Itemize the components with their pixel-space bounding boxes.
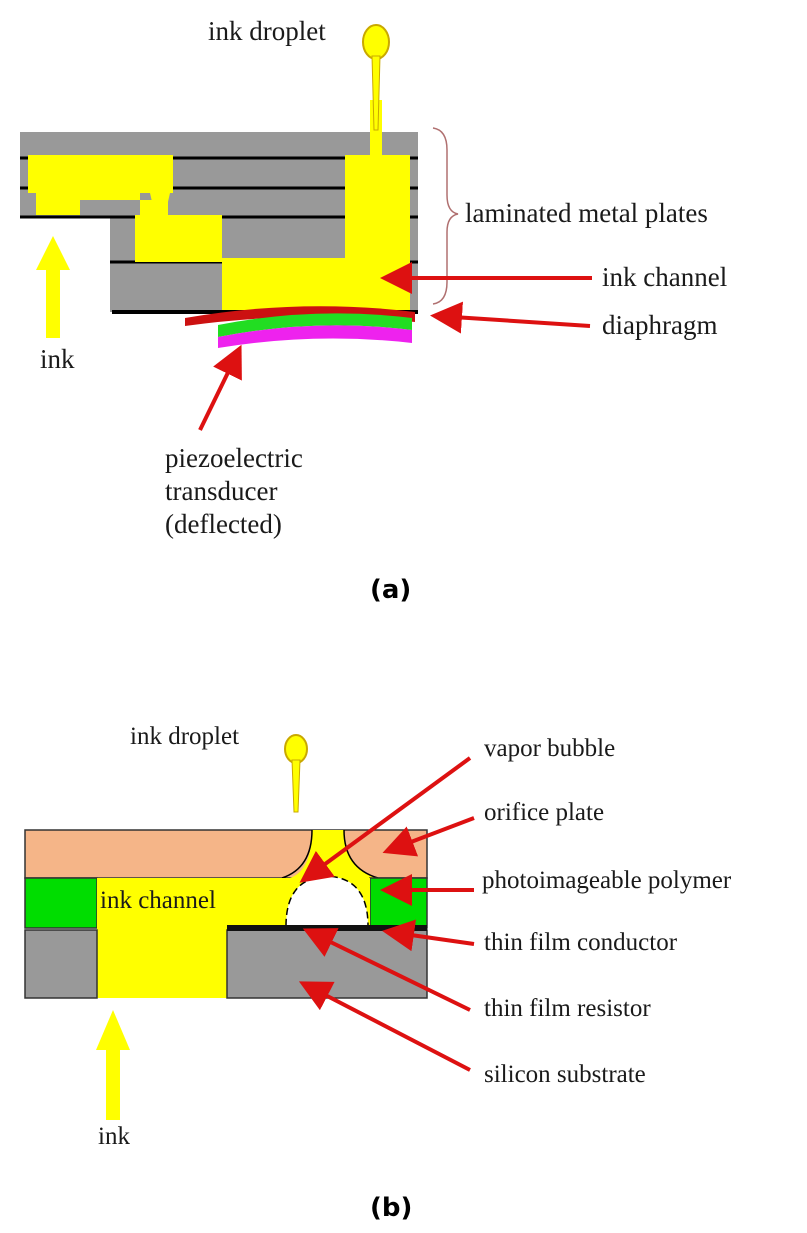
conductor-arrow [382, 919, 475, 952]
photoimageable-polymer-right [369, 877, 428, 929]
ink-channel-a [28, 155, 173, 215]
laminated-plates-brace [432, 127, 459, 305]
ink-droplet-label-b: ink droplet [130, 723, 239, 750]
vapor-bubble-label: vapor bubble [484, 735, 615, 762]
ink-flow-arrow-a [36, 236, 70, 338]
silicon-substrate [24, 929, 98, 999]
vapor-bubble-arrow [299, 756, 472, 883]
ink-channel-label-a: ink channel [602, 262, 727, 292]
piezo-arrow [198, 344, 242, 431]
polymer-label: photoimageable polymer [482, 867, 732, 894]
resistor-arrow [302, 928, 471, 1012]
piezo-label-line1: piezoelectric [165, 443, 303, 473]
piezo-magenta-layer [218, 325, 412, 348]
ink-channel-label-b: ink channel [100, 887, 216, 914]
laminated-plates-label: laminated metal plates [465, 198, 708, 228]
ink-label-b: ink [98, 1123, 130, 1150]
ink-label-a: ink [40, 344, 75, 374]
photoimageable-polymer-left [24, 877, 98, 929]
ink-flow-arrow-b [96, 1010, 130, 1120]
caption-b: (b) [370, 1193, 412, 1223]
resistor-label: thin film resistor [484, 995, 651, 1022]
orifice-plate [24, 829, 428, 879]
ink-droplet-label-a: ink droplet [208, 16, 326, 46]
caption-a: (a) [370, 575, 411, 605]
piezo-green-layer [218, 313, 412, 337]
diaphragm-label: diaphragm [602, 310, 717, 340]
piezo-label-line3: (deflected) [165, 509, 282, 539]
panel-b: ink droplet vapor bubble orifice plate p… [24, 723, 732, 1223]
ink-channel-a-main [135, 155, 410, 310]
conductor-label: thin film conductor [484, 929, 678, 956]
orifice-plate-label: orifice plate [484, 799, 604, 826]
substrate-arrow [298, 981, 471, 1072]
ink-droplet-a [362, 24, 390, 131]
orifice-plate-arrow [382, 816, 475, 857]
piezo-label-line2: transducer [165, 476, 277, 506]
thin-film-conductor [227, 925, 427, 931]
substrate-label: silicon substrate [484, 1061, 646, 1088]
panel-a: ink droplet laminated metal plates ink c… [20, 16, 727, 605]
diaphragm-arrow [430, 301, 591, 334]
ink-droplet-b [284, 734, 308, 813]
vapor-bubble [285, 875, 369, 927]
